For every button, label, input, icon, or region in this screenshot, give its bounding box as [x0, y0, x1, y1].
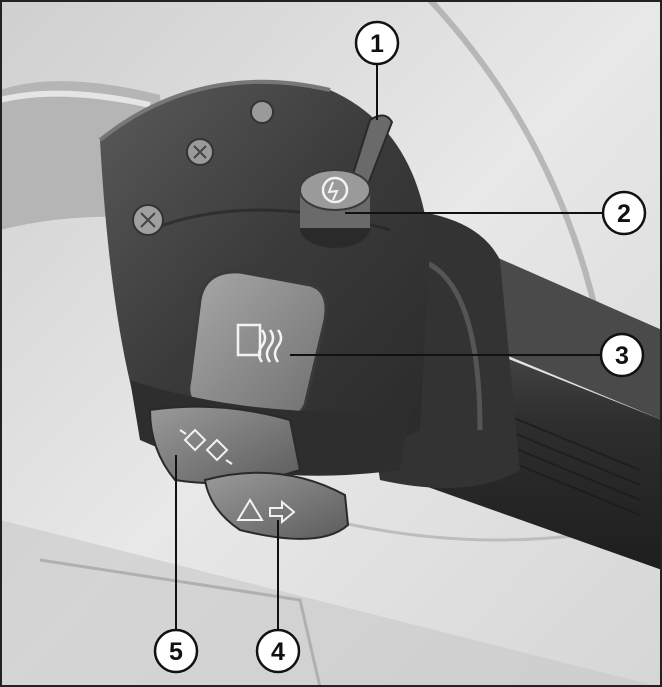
callout-3: 3 [599, 332, 645, 378]
callout-5: 5 [153, 628, 199, 674]
callout-2: 2 [601, 190, 647, 236]
callout-1: 1 [354, 20, 400, 66]
leader-lines [175, 63, 603, 630]
callout-3-label: 3 [615, 342, 629, 370]
callout-4: 4 [255, 628, 301, 674]
flash-headlight-switch [148, 405, 302, 485]
callout-2-label: 2 [617, 200, 631, 228]
callout-1-label: 1 [370, 30, 384, 58]
heated-grip-button [187, 270, 328, 423]
callout-5-label: 5 [169, 638, 183, 666]
hazard-turn-signal-switch [203, 471, 350, 540]
callout-4-label: 4 [271, 638, 285, 666]
starter-button [299, 169, 371, 248]
clamp-screws [132, 100, 274, 236]
